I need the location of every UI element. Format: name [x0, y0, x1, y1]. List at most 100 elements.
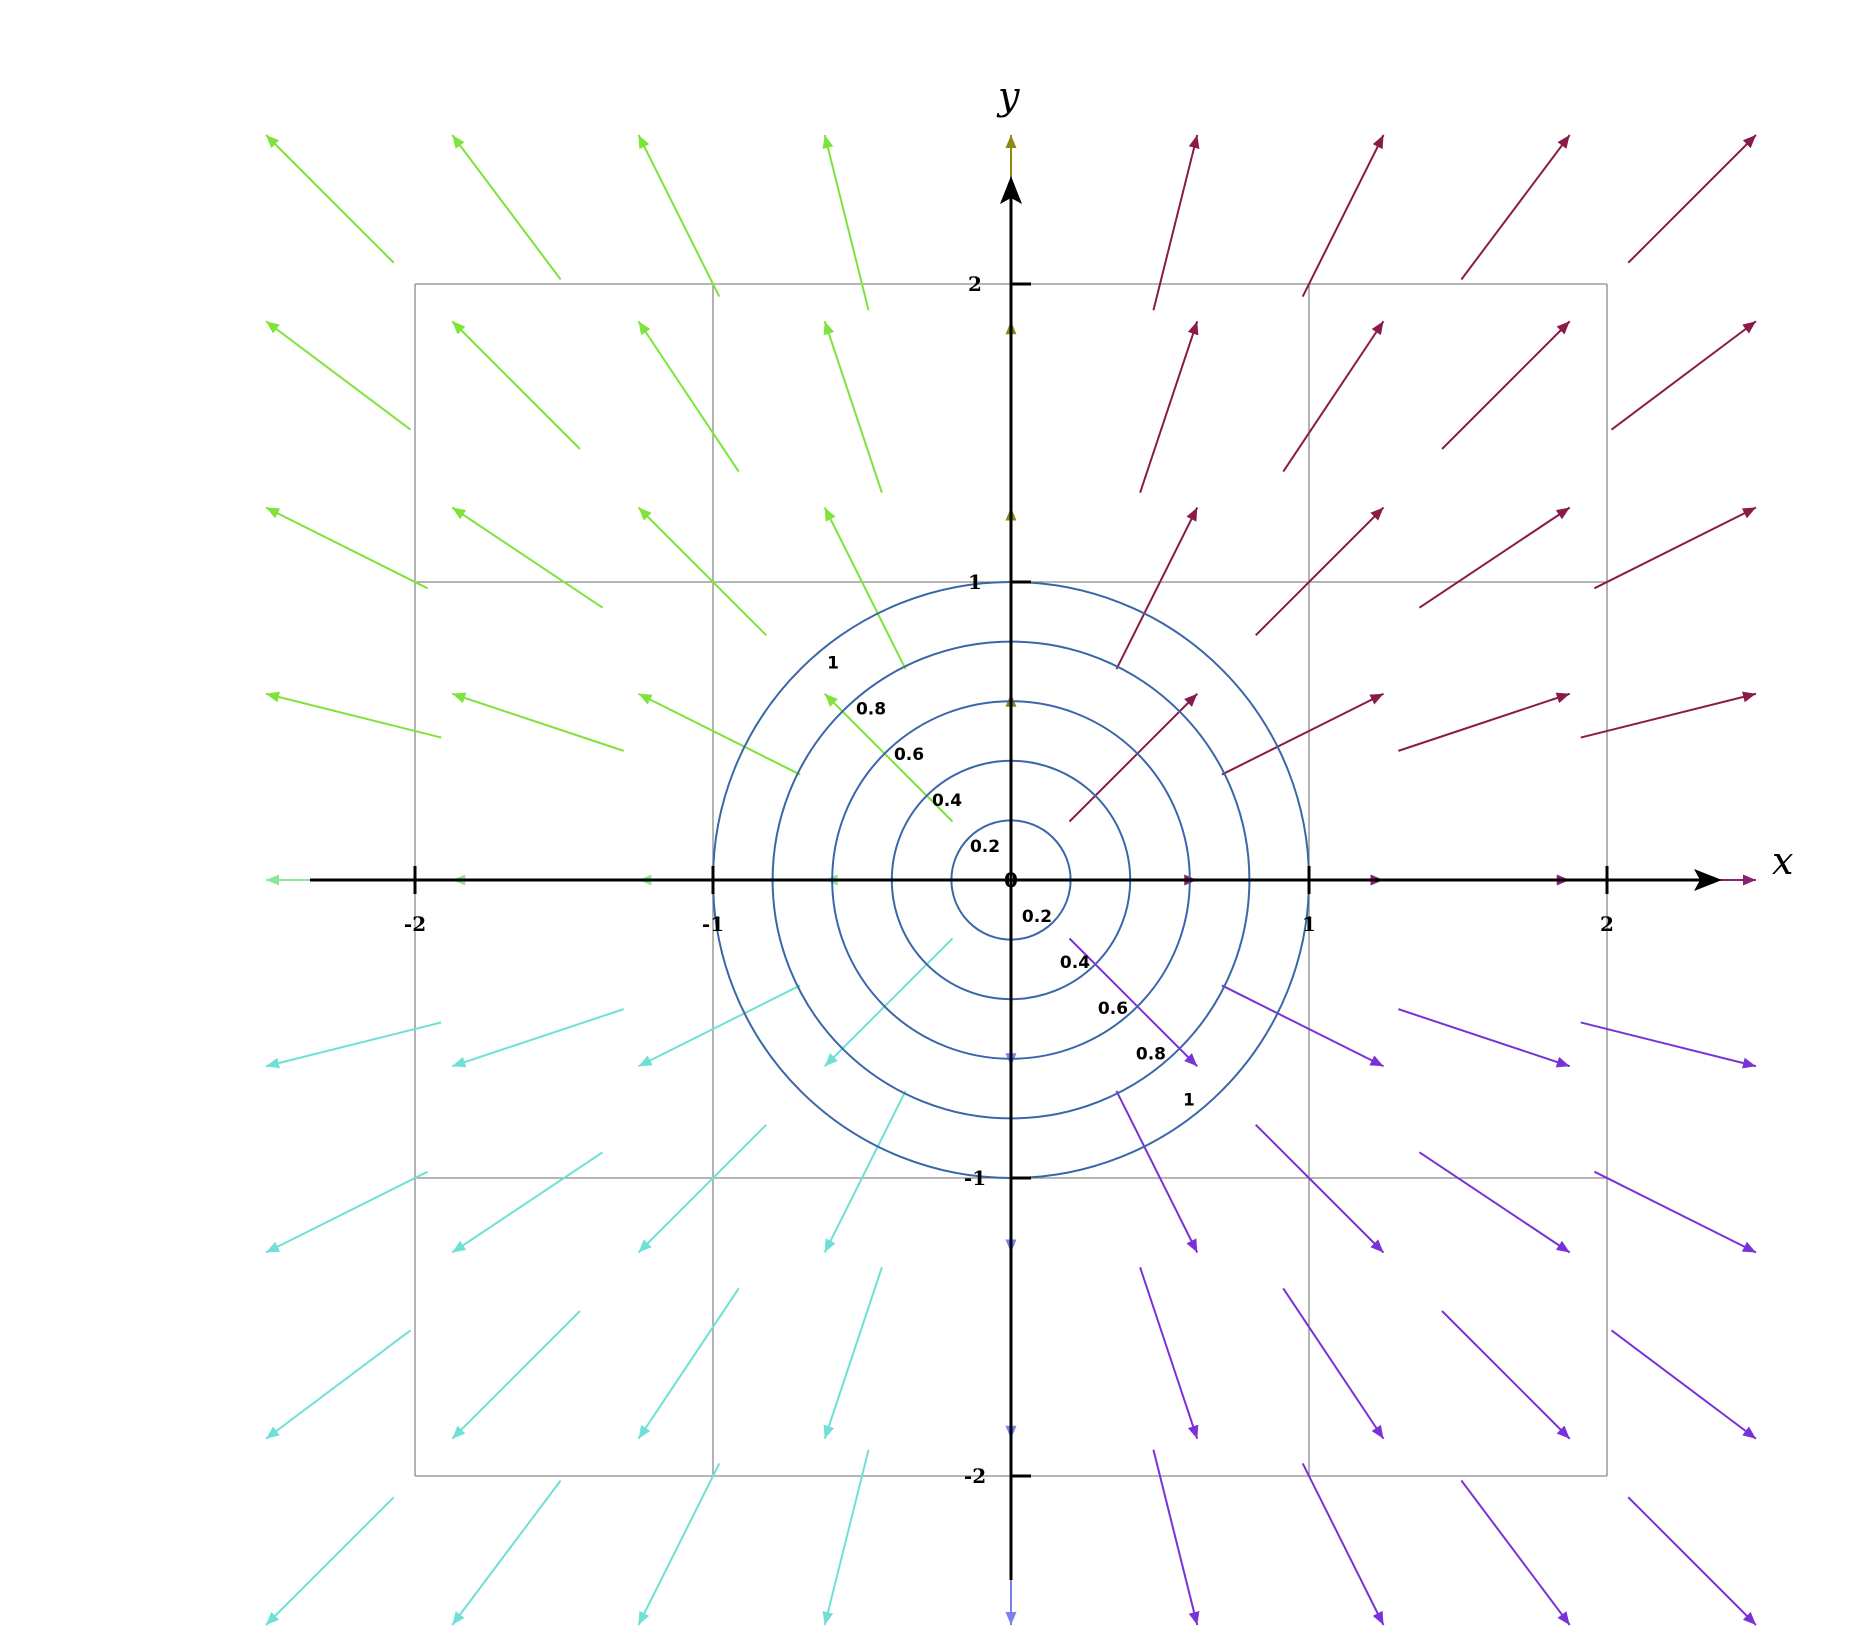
- vector-arrow: [1593, 506, 1757, 590]
- arrow-shaft: [1441, 320, 1571, 450]
- arrow-shaft: [1068, 937, 1198, 1067]
- arrow-shaft: [1418, 1151, 1571, 1254]
- arrow-head: [1184, 693, 1198, 707]
- arrow-shaft: [1115, 507, 1199, 670]
- arrow-shaft: [1593, 1170, 1757, 1254]
- arrow-head: [452, 1240, 467, 1253]
- vector-arrow: [1441, 1310, 1571, 1440]
- arrow-head: [452, 1425, 466, 1439]
- vector-arrow: [265, 1496, 395, 1626]
- arrow-head: [1372, 135, 1384, 150]
- arrow-head: [266, 1241, 281, 1253]
- arrow-shaft: [265, 1329, 412, 1440]
- arrow-shaft: [823, 134, 870, 311]
- vector-arrow: [637, 1462, 721, 1626]
- arrow-head: [266, 1611, 280, 1625]
- arrow-shaft: [451, 1008, 624, 1068]
- vector-arrow: [1255, 1124, 1385, 1254]
- vector-arrow: [1610, 320, 1757, 431]
- vector-arrow: [637, 1124, 767, 1254]
- arrow-head: [1742, 691, 1756, 703]
- arrow-shaft: [1398, 1008, 1571, 1068]
- arrow-shaft: [265, 1496, 395, 1626]
- vector-arrow: [265, 1021, 442, 1069]
- x-tick-label: -2: [404, 912, 426, 936]
- vector-arrow: [824, 693, 954, 823]
- arrow-shaft: [451, 320, 581, 450]
- arrow-head: [1555, 692, 1570, 704]
- arrow-head: [824, 1053, 838, 1067]
- vector-arrow: [1068, 693, 1198, 823]
- vector-arrow: [1580, 691, 1757, 739]
- contour-label: 0.6: [894, 745, 924, 765]
- vector-arrow: [637, 320, 740, 473]
- arrow-shaft: [637, 1462, 721, 1626]
- vector-arrow: [1068, 937, 1198, 1067]
- vector-arrow: [1255, 506, 1385, 636]
- contour-label: 0.8: [1136, 1045, 1166, 1065]
- arrow-head: [824, 1238, 836, 1253]
- vector-arrow: [451, 692, 624, 752]
- arrow-head: [452, 507, 467, 520]
- arrow-shaft: [451, 1310, 581, 1440]
- contour-label: 0.2: [1022, 907, 1052, 927]
- arrow-head: [1742, 1426, 1756, 1439]
- arrow-shaft: [265, 692, 442, 739]
- vector-arrow: [1301, 134, 1385, 298]
- arrow-head: [452, 321, 466, 335]
- vector-arrow: [265, 1329, 412, 1440]
- vector-arrow: [1398, 1008, 1571, 1068]
- arrow-shaft: [823, 320, 883, 493]
- arrow-head: [1005, 1612, 1017, 1625]
- arrow-shaft: [265, 320, 412, 431]
- vector-arrow: [637, 134, 721, 298]
- arrow-head: [1372, 1610, 1384, 1625]
- arrow-shaft: [451, 1479, 562, 1626]
- vector-arrow: [1301, 1462, 1385, 1626]
- axes: [310, 176, 1722, 1580]
- vector-arrow: [265, 691, 442, 739]
- arrow-shaft: [823, 1449, 870, 1626]
- arrow-shaft: [823, 507, 907, 670]
- vector-arrow: [1221, 692, 1384, 776]
- arrow-shaft: [638, 984, 801, 1068]
- vector-arrow: [265, 506, 429, 590]
- vector-arrow: [451, 1310, 581, 1440]
- vector-arrow: [265, 134, 395, 264]
- arrow-head: [452, 1056, 467, 1068]
- arrow-head: [1369, 1055, 1384, 1067]
- vector-arrow: [823, 1090, 907, 1253]
- vector-arrow: [822, 134, 870, 311]
- arrow-shaft: [1580, 692, 1757, 739]
- arrow-head: [266, 874, 279, 886]
- x-tick-label: -1: [702, 912, 724, 936]
- arrow-head: [638, 1610, 650, 1625]
- arrow-shaft: [637, 1124, 767, 1254]
- vector-arrow: [1152, 1449, 1200, 1626]
- arrow-head: [1186, 1238, 1198, 1253]
- arrow-shaft: [1152, 1449, 1199, 1626]
- arrow-shaft: [1301, 134, 1385, 298]
- y-tick-label: 1: [968, 570, 982, 594]
- arrow-shaft: [1301, 1462, 1385, 1626]
- arrow-shaft: [1255, 506, 1385, 636]
- arrow-shaft: [637, 320, 740, 473]
- arrow-head: [638, 135, 650, 150]
- arrow-shaft: [1221, 692, 1384, 776]
- vector-arrow: [1282, 320, 1385, 473]
- vector-arrow: [638, 984, 801, 1068]
- contour-label: 0.2: [970, 837, 1000, 857]
- arrow-head: [1369, 693, 1384, 705]
- vector-arrow: [1580, 1021, 1757, 1069]
- arrow-head: [266, 507, 281, 519]
- arrow-head: [1370, 1239, 1384, 1253]
- arrow-head: [266, 1057, 280, 1069]
- vector-arrow: [265, 320, 412, 431]
- arrow-shaft: [265, 1170, 429, 1254]
- arrow-head: [266, 321, 280, 334]
- arrow-shaft: [1398, 692, 1571, 752]
- arrow-shaft: [1152, 134, 1199, 311]
- arrow-head: [822, 1611, 834, 1625]
